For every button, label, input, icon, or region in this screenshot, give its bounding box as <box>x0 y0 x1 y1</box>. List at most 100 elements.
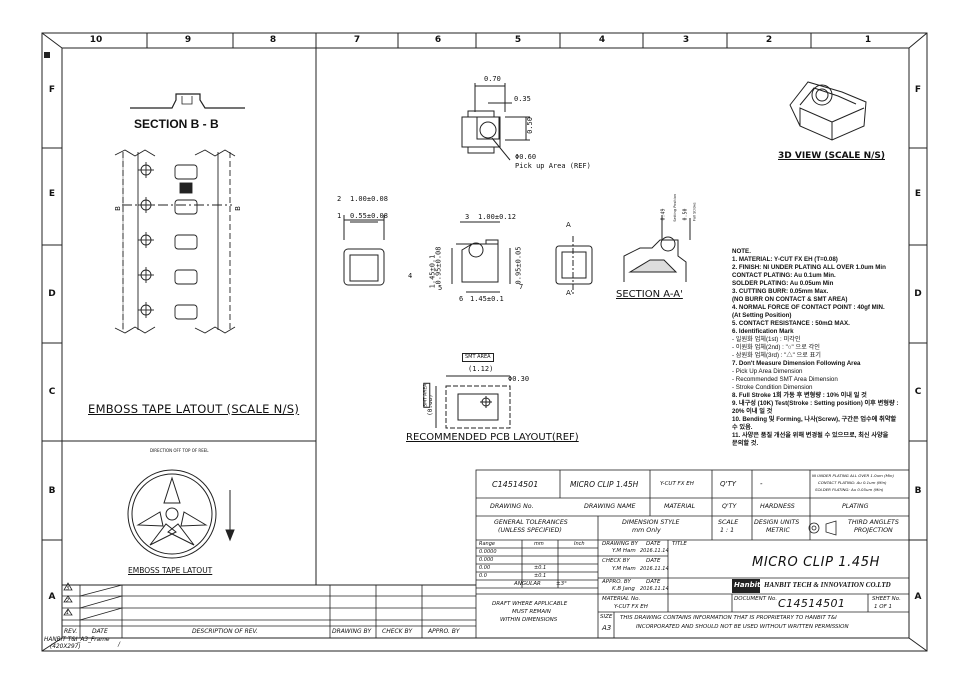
note-line: 3. CUTTING BURR: 0.05mm Max. <box>732 288 829 295</box>
balloon-5: 5 <box>438 284 443 292</box>
pcb-layout-title: RECOMMENDED PCB LAYOUT(REF) <box>406 432 579 443</box>
qty-value: - <box>760 480 763 488</box>
dimension-label: 0.50 <box>525 117 534 134</box>
document-no-value: C14514501 <box>778 597 846 610</box>
full-stroke-label: Full Stroke <box>692 202 697 222</box>
note-line: 7. Don't Measure Dimension Following Are… <box>732 360 861 367</box>
tol-range: Range <box>479 541 495 547</box>
material-no-label: MATERIAL No. <box>602 596 641 602</box>
revision-number: 1 <box>66 610 70 616</box>
dimension-label: Φ0.60 <box>515 153 537 161</box>
date-label: DATE <box>646 558 661 564</box>
general-tolerances-note: (UNLESS SPECIFIED) <box>498 527 562 534</box>
tol-value: ±0.1 <box>534 573 547 579</box>
general-tolerances: GENERAL TOLERANCES <box>494 519 568 526</box>
header-hardness: HARDNESS <box>760 503 795 510</box>
frame-separator: / <box>118 641 121 648</box>
emboss-tape-title: EMBOSS TAPE LATOUT <box>128 566 213 575</box>
zone-row-label: D <box>48 289 56 299</box>
dimension-label: 1.00±0.12 <box>478 213 516 221</box>
projection-label: THIRD ANGLETS <box>848 519 899 526</box>
zone-column-label: 9 <box>184 35 192 45</box>
pickup-area-label: Pick up Area (REF) <box>515 162 591 170</box>
dimension-label: 0.70 <box>484 75 501 83</box>
header-drawing-no: DRAWING No. <box>490 503 534 510</box>
setting-position-label: Setting Position <box>673 193 678 222</box>
draft-note: MUST REMAIN <box>512 609 551 615</box>
note-line: (At Setting Position) <box>732 312 792 319</box>
design-units-value: METRIC <box>766 527 790 534</box>
tol-row: 0.0 <box>479 573 487 579</box>
note-line: 8. Full Stroke 1회 가동 후 변형량 : 10% 이내 일 것 <box>732 392 867 399</box>
note-line: CONTACT PLATING: Au 0.1um Min. <box>732 272 836 279</box>
zone-row-label: A <box>914 592 922 602</box>
material-short: Y-CUT FX EH <box>660 481 694 487</box>
date-label: DATE <box>646 579 661 585</box>
appro-date: 2016.11.14 <box>640 586 669 592</box>
section-aa-title: SECTION A-A' <box>616 289 683 300</box>
part-name: MICRO CLIP 1.45H <box>570 480 639 489</box>
note-line: (NO BURR ON CONTACT & SMT AREA) <box>732 296 848 303</box>
section-marker: B <box>113 206 122 211</box>
balloon-7: 7 <box>519 283 524 291</box>
note-line: 문의할 것. <box>732 440 759 447</box>
zone-column-label: 4 <box>598 35 606 45</box>
balloon-1: 1 <box>337 212 342 220</box>
company-logo: Hanbit <box>734 581 761 589</box>
note-line: 20% 이내 일 것 <box>732 408 773 415</box>
dimension-label: (1.12) <box>468 365 494 373</box>
date-label: DATE <box>646 541 661 547</box>
smt-area-vertical-label: SMT AREA <box>423 382 430 408</box>
dimension-label: 1.00±0.08 <box>350 195 388 203</box>
dimension-label: 1.45±0.1 <box>470 295 504 303</box>
revision-header-date: DATE <box>92 628 108 635</box>
tol-inch: Inch <box>574 541 585 547</box>
note-line: 2. FINISH: NI UNDER PLATING ALL OVER 1.0… <box>732 264 886 271</box>
revision-header-description: DESCRIPTION OF REV. <box>192 628 258 635</box>
zone-row-label: F <box>48 85 56 95</box>
revision-number: 2 <box>66 598 70 604</box>
zone-column-label: 8 <box>269 35 277 45</box>
zone-row-label: A <box>48 592 56 602</box>
zone-row-label: E <box>48 189 56 199</box>
zone-row-label: B <box>914 486 922 496</box>
note-line: 11. 사양은 품질 개선을 위해 변경될 수 있으므로, 최신 사양을 <box>732 432 889 439</box>
section-marker-a: A <box>566 221 571 229</box>
company-name: HANBIT TECH & INNOVATION CO.LTD <box>764 581 891 589</box>
zone-column-label: 5 <box>514 35 522 45</box>
revision-header-appro-by: APPRO. BY <box>428 628 460 635</box>
note-line: 10. Bending 및 Forming, 나사(Screw), 구간은 업수… <box>732 416 897 423</box>
emboss-tape-scale-title: EMBOSS TAPE LATOUT (SCALE N/S) <box>88 402 300 416</box>
zone-row-label: D <box>914 289 922 299</box>
check-date: 2016.11.14 <box>640 566 669 572</box>
note-line: - 삼원화 업체(3rd) : "△" 으로 표기 <box>732 352 821 359</box>
draft-note: DRAFT WHERE APPLICABLE <box>492 601 568 607</box>
header-material: MATERIAL <box>664 503 696 510</box>
frame-name: HANBIT T&I_A3_Frame <box>44 637 110 643</box>
tol-value: ±0.1 <box>534 565 547 571</box>
zone-row-label: F <box>914 85 922 95</box>
sheet-no-value: 1 OF 1 <box>874 604 892 610</box>
dimension-label: 0.95±0.08 <box>434 246 443 285</box>
note-line: - Stroke Condition Dimension <box>732 384 813 391</box>
balloon-2: 2 <box>337 195 342 203</box>
section-bb-title: SECTION B - B <box>134 117 219 131</box>
zone-row-label: C <box>914 387 922 397</box>
dimension-label: 0.49 <box>660 208 667 221</box>
projection-value: PROJECTION <box>854 527 893 534</box>
dimension-style-value: mm Only <box>632 527 661 534</box>
balloon-4: 4 <box>408 272 413 280</box>
note-line: 1. MATERIAL: Y-CUT FX EH (T=0.08) <box>732 256 838 263</box>
view-3d-title: 3D VIEW (SCALE N/S) <box>778 151 885 161</box>
part-number: C14514501 <box>492 480 539 489</box>
dimension-label: 0.50 <box>682 208 689 221</box>
check-by-label: CHECK BY <box>602 558 630 564</box>
appro-by-value: K.B Jang <box>612 586 635 592</box>
revision-header-rev: REV. <box>64 628 78 635</box>
zone-column-label: 2 <box>765 35 773 45</box>
zone-row-label: B <box>48 486 56 496</box>
size-value: A3 <box>602 624 612 632</box>
drawing-date: 2016.11.14 <box>640 548 669 554</box>
reel-direction-label: DIRECTION OFF TOP OF REEL <box>150 448 209 453</box>
note-line: 수 있음. <box>732 424 753 431</box>
